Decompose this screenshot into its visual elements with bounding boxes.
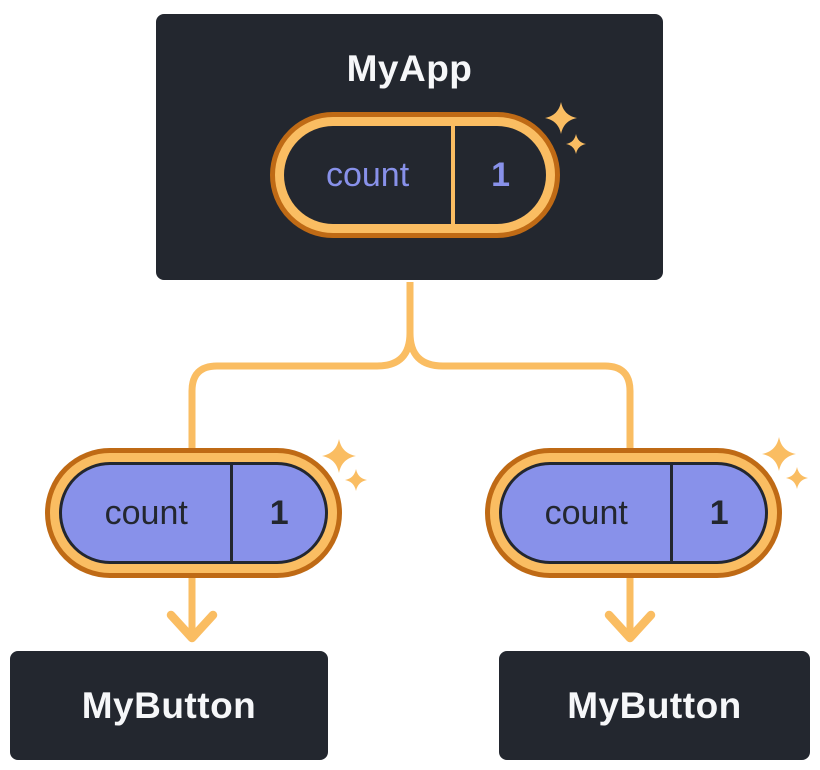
prop-pill-right-value: 1 xyxy=(709,493,729,532)
component-node-root: MyApp count 1 xyxy=(154,12,665,282)
arrow-down-right-icon xyxy=(604,610,656,643)
state-pill-value-cell: 1 xyxy=(451,126,546,224)
sparkle-icon xyxy=(322,439,356,473)
sparkle-icon xyxy=(545,102,577,134)
component-node-right-child: MyButton xyxy=(497,649,812,762)
state-pill-label: count xyxy=(325,155,410,194)
state-pill-value: 1 xyxy=(491,155,511,194)
prop-pill-left-label: count xyxy=(104,493,188,532)
prop-pill-right-body: count 1 xyxy=(499,462,768,564)
prop-pill-right-label: count xyxy=(544,493,628,532)
sparkle-icon xyxy=(786,467,808,489)
sparkle-icon xyxy=(345,469,367,491)
sparkle-icon xyxy=(566,134,586,154)
sparkle-icon xyxy=(762,437,796,471)
left-child-title: MyButton xyxy=(81,684,257,726)
prop-pill-left-body: count 1 xyxy=(59,462,328,564)
right-child-title: MyButton xyxy=(567,684,742,726)
prop-pill-right: count 1 xyxy=(485,448,782,578)
prop-pill-left-value-cell: 1 xyxy=(230,465,325,561)
prop-pill-right-value-cell: 1 xyxy=(670,465,765,561)
component-node-left-child: MyButton xyxy=(8,649,330,762)
arrow-down-left-icon xyxy=(166,610,218,643)
state-pill: count 1 xyxy=(270,112,560,238)
root-component-title: MyApp xyxy=(346,48,473,89)
prop-pill-left: count 1 xyxy=(45,448,342,578)
prop-pill-left-value: 1 xyxy=(269,493,289,532)
state-pill-body: count 1 xyxy=(284,126,546,224)
edge-root-to-right-child xyxy=(406,278,634,638)
